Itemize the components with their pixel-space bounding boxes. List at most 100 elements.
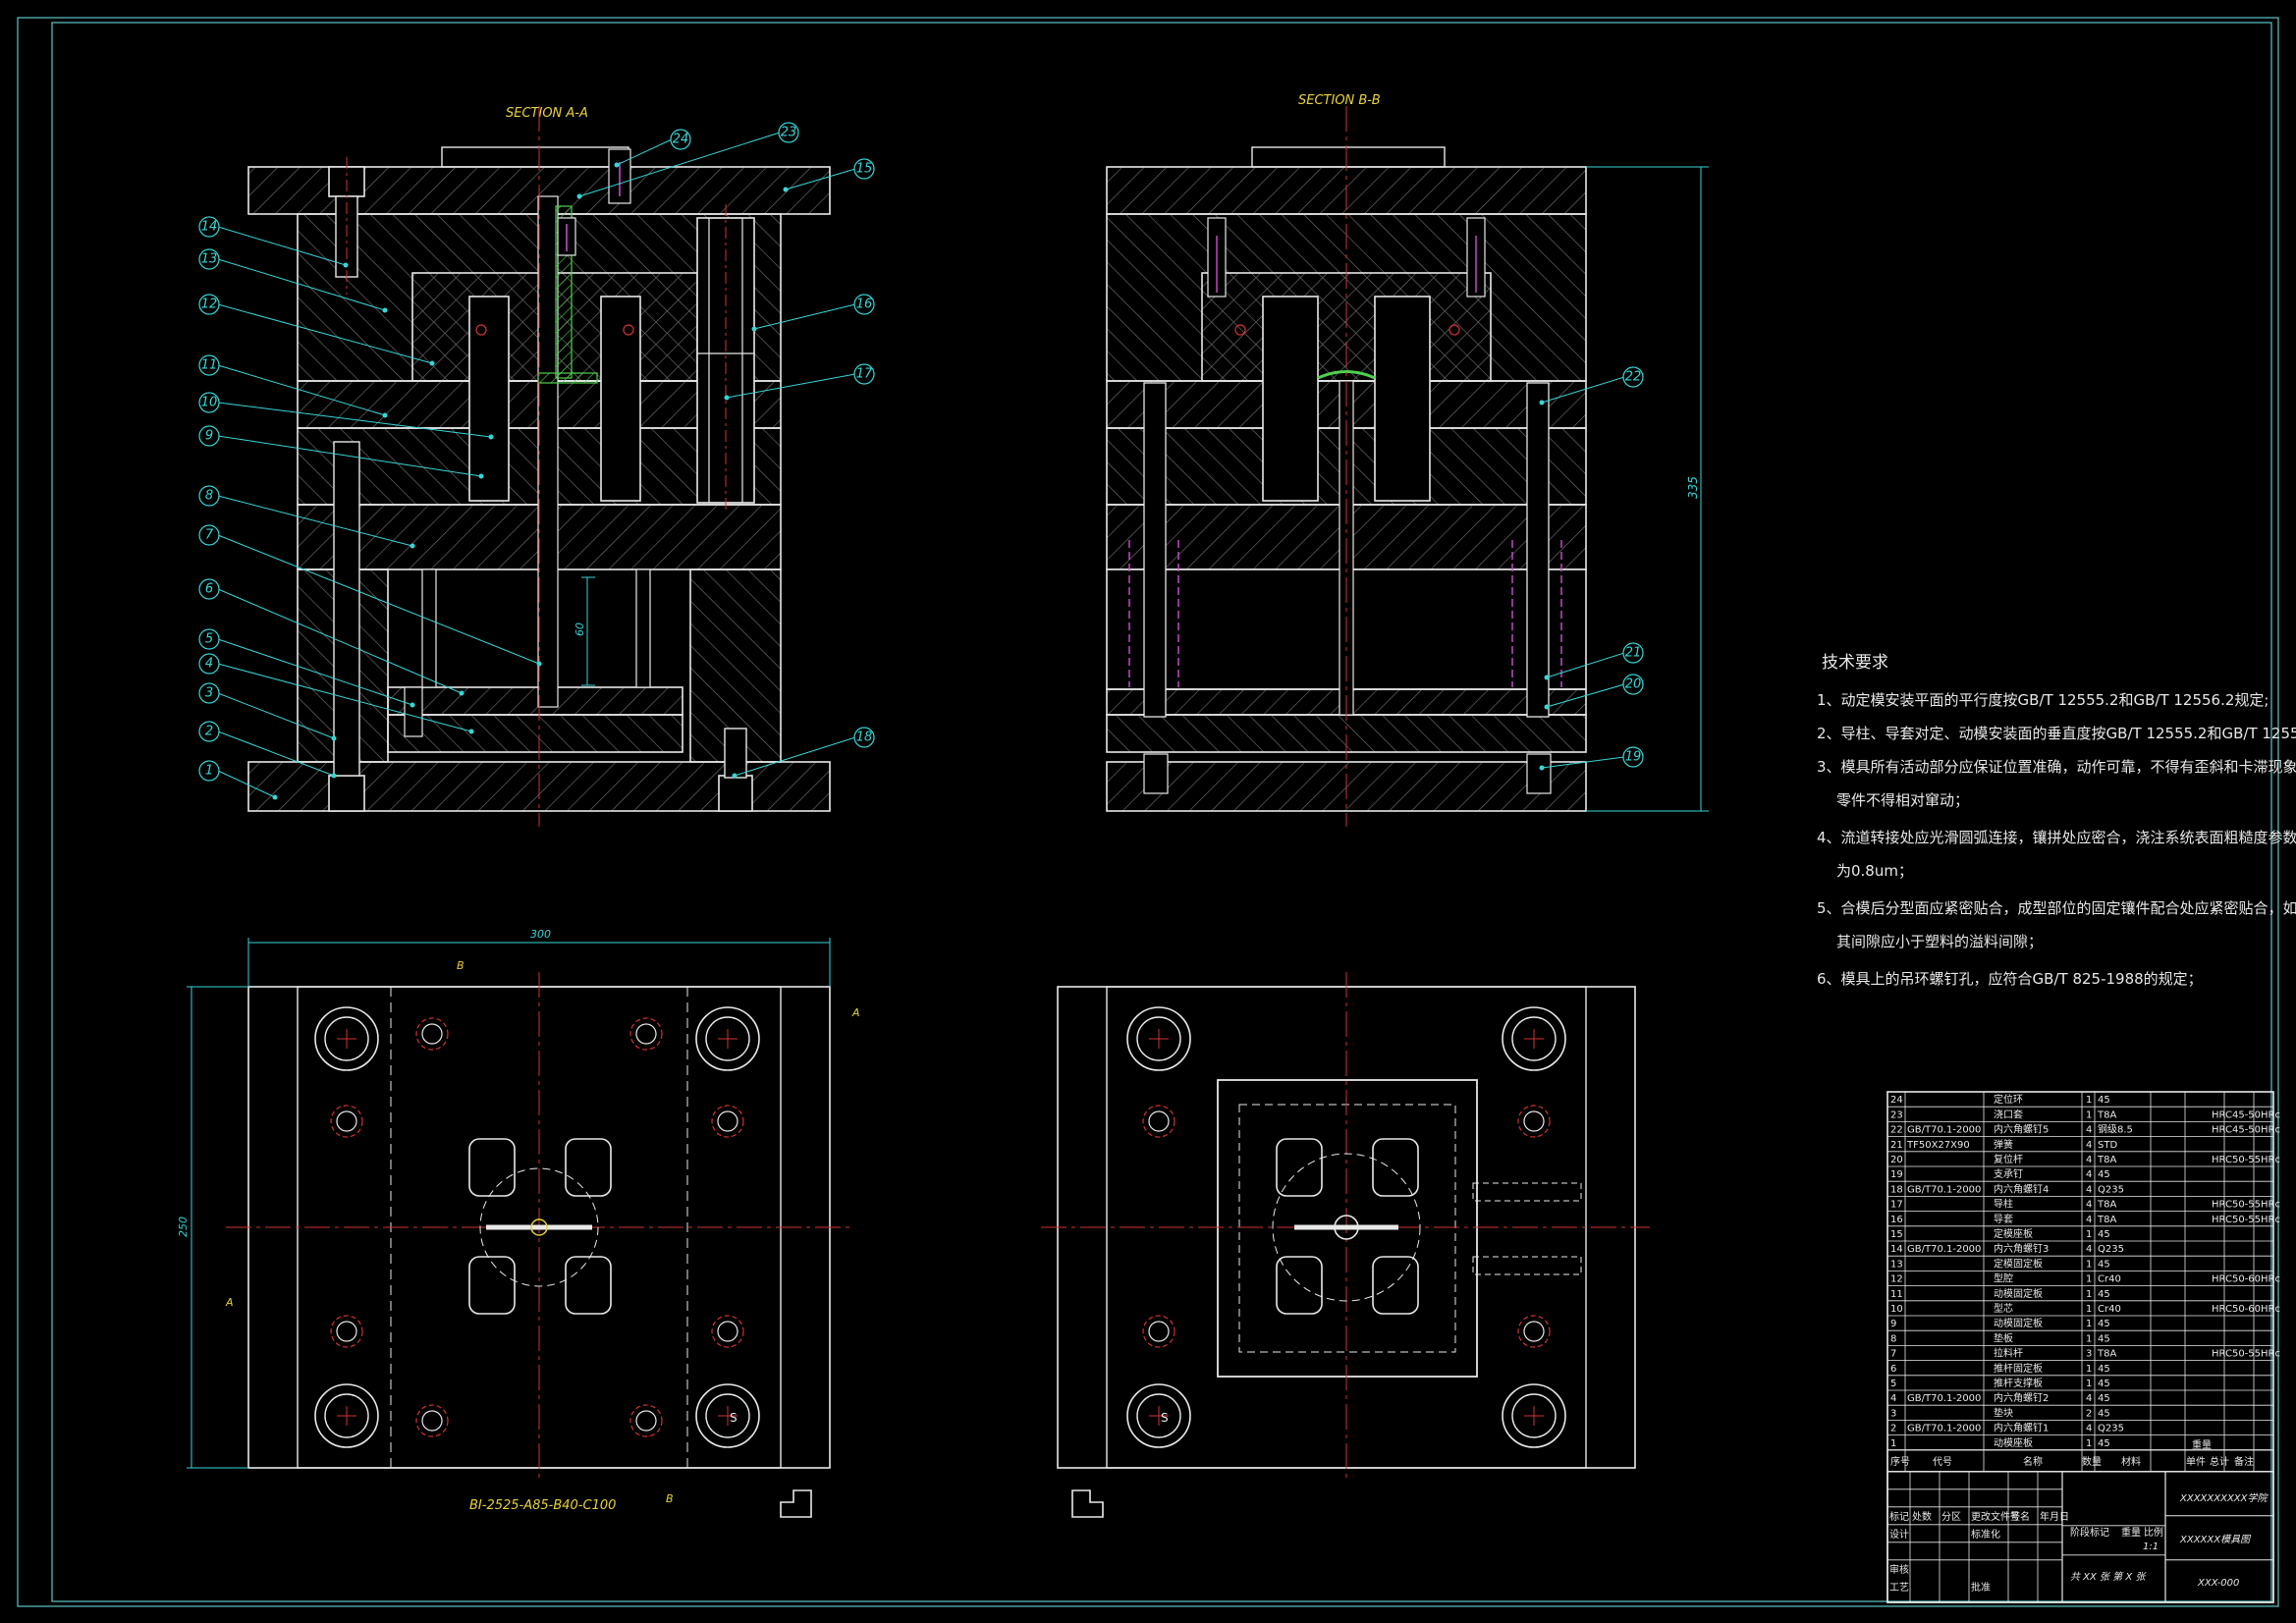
bom-cell: 45 bbox=[2098, 1319, 2110, 1329]
bom-cell: 45 bbox=[2098, 1408, 2110, 1419]
bom-cell: 垫块 bbox=[1994, 1406, 2013, 1419]
bom-cell: T8A bbox=[2097, 1215, 2116, 1225]
title-block-label: 标准化 bbox=[1971, 1528, 2000, 1541]
title-block-label: 年月日 bbox=[2040, 1510, 2069, 1523]
bom-cell: 9 bbox=[1890, 1319, 1896, 1329]
part-balloon bbox=[198, 682, 220, 704]
bom-cell: GB/T70.1-2000 bbox=[1907, 1424, 1981, 1434]
part-balloon bbox=[198, 392, 220, 413]
bom-cell: HRC45-50HRc bbox=[2212, 1125, 2280, 1136]
bom-cell: 17 bbox=[1890, 1200, 1903, 1211]
bom-cell: 19 bbox=[1890, 1169, 1903, 1180]
bom-header-cell: 备注 bbox=[2234, 1455, 2254, 1468]
bom-cell: 1 bbox=[2086, 1229, 2092, 1240]
bom-cell: 4 bbox=[2086, 1424, 2092, 1434]
bom-cell: 复位杆 bbox=[1994, 1153, 2023, 1165]
bom-cell: 45 bbox=[2098, 1289, 2110, 1300]
bom-cell: 8 bbox=[1890, 1333, 1896, 1344]
bom-cell: HRC50-55HRc bbox=[2212, 1200, 2280, 1211]
part-balloon bbox=[853, 727, 875, 748]
bom-cell: T8A bbox=[2097, 1155, 2116, 1165]
bom-cell: 1 bbox=[2086, 1304, 2092, 1315]
bom-cell: GB/T70.1-2000 bbox=[1907, 1244, 1981, 1255]
part-balloon-number: 6 bbox=[205, 582, 213, 597]
bom-cell: 2 bbox=[1890, 1424, 1896, 1434]
bom-header-cell: 单件 bbox=[2186, 1456, 2206, 1468]
bom-cell: 1 bbox=[2086, 1259, 2092, 1270]
bom-cell: 14 bbox=[1890, 1244, 1903, 1255]
plan-height-dimension: 250 bbox=[177, 1217, 190, 1237]
bom-cell: 1 bbox=[2086, 1319, 2092, 1329]
bom-cell: 定模固定板 bbox=[1994, 1257, 2043, 1270]
bom-cell: 内六角螺钉5 bbox=[1994, 1123, 2049, 1136]
bom-cell: 动模座板 bbox=[1994, 1436, 2033, 1449]
bom-cell: HRC50-60HRc bbox=[2212, 1274, 2280, 1285]
bom-cell: 推杆支撑板 bbox=[1994, 1377, 2043, 1389]
bom-cell: Q235 bbox=[2098, 1184, 2124, 1195]
title-block-label: 分区 bbox=[1941, 1511, 1961, 1523]
bom-header-cell: 材料 bbox=[2121, 1455, 2141, 1468]
bom-cell: 定模座板 bbox=[1994, 1227, 2033, 1240]
bom-cell: 型腔 bbox=[1994, 1272, 2013, 1285]
bom-cell: 内六角螺钉3 bbox=[1994, 1242, 2049, 1255]
part-balloon-number: 9 bbox=[205, 429, 213, 444]
part-balloon bbox=[1622, 674, 1644, 695]
part-balloon-number: 5 bbox=[205, 632, 213, 647]
bom-header-cell: 数量 bbox=[2082, 1455, 2102, 1468]
bom-cell: 1 bbox=[2086, 1333, 2092, 1344]
bom-cell: HRC50-55HRc bbox=[2212, 1349, 2280, 1360]
bom-cell: T8A bbox=[2097, 1349, 2116, 1360]
bom-cell: 4 bbox=[2086, 1169, 2092, 1180]
part-balloon bbox=[853, 294, 875, 315]
tech-requirement-line: 5、合模后分型面应紧密贴合，成型部位的固定镶件配合处应紧密贴合，如有局部间隙， bbox=[1817, 899, 2296, 917]
plan-view-fixed-half: S bbox=[1041, 972, 1650, 1518]
bom-cell: 22 bbox=[1890, 1125, 1903, 1136]
bom-cell: 钢级8.5 bbox=[2098, 1123, 2133, 1136]
bom-cell: Q235 bbox=[2098, 1424, 2124, 1434]
bom-cell: 45 bbox=[2098, 1095, 2110, 1106]
section-a-a-view: SECTION A-A bbox=[198, 106, 875, 827]
section-marker-b-bottom: B bbox=[666, 1492, 674, 1505]
part-balloon-number: 13 bbox=[201, 252, 218, 267]
part-balloon-number: 15 bbox=[856, 162, 873, 177]
bom-cell: 1 bbox=[2086, 1109, 2092, 1120]
bom-cell: 4 bbox=[2086, 1184, 2092, 1195]
part-balloon bbox=[198, 485, 220, 507]
part-balloon bbox=[778, 122, 799, 143]
bom-cell: 1 bbox=[2086, 1438, 2092, 1449]
part-balloon bbox=[198, 216, 220, 238]
part-balloon-number: 8 bbox=[205, 489, 213, 504]
bom-cell: 21 bbox=[1890, 1140, 1903, 1151]
bom-cell: HRC50-55HRc bbox=[2212, 1215, 2280, 1225]
part-balloon bbox=[1622, 746, 1644, 768]
bom-cell: 导套 bbox=[1994, 1213, 2013, 1225]
plan-view-moving-half: 300 250 S BI-2525-A85-B40-C100 B B A A bbox=[177, 928, 860, 1518]
bom-cell: 内六角螺钉1 bbox=[1994, 1422, 2049, 1434]
bom-cell: 45 bbox=[2098, 1393, 2110, 1404]
bom-cell: 垫板 bbox=[1994, 1331, 2013, 1344]
bom-cell: 45 bbox=[2098, 1379, 2110, 1389]
part-balloon-number: 19 bbox=[1625, 750, 1642, 765]
bom-cell: 1 bbox=[2086, 1274, 2092, 1285]
tech-requirement-line: 1、动定模安装平面的平行度按GB/T 12555.2和GB/T 12556.2规… bbox=[1817, 691, 2269, 709]
bom-cell: Cr40 bbox=[2098, 1274, 2121, 1285]
bom-cell: 45 bbox=[2098, 1259, 2110, 1270]
bom-cell: 15 bbox=[1890, 1229, 1903, 1240]
bom-cell: 型芯 bbox=[1994, 1302, 2013, 1315]
part-balloon bbox=[670, 129, 691, 150]
title-block-value: XXXXXXXXXX学院 bbox=[2179, 1492, 2269, 1504]
bom-cell: 内六角螺钉4 bbox=[1994, 1182, 2049, 1195]
part-balloon-number: 18 bbox=[856, 730, 873, 745]
bom-cell: 4 bbox=[2086, 1215, 2092, 1225]
bom-cell: T8A bbox=[2097, 1109, 2116, 1120]
bom-cell: 45 bbox=[2098, 1438, 2110, 1449]
title-block-label: 设计 bbox=[1889, 1528, 1909, 1541]
tech-requirement-line: 其间隙应小于塑料的溢料间隙； bbox=[1836, 933, 2043, 950]
stroke-dimension: 60 bbox=[574, 622, 586, 636]
part-balloon-number: 10 bbox=[201, 396, 218, 410]
part-balloon bbox=[198, 425, 220, 447]
bom-cell: 动模固定板 bbox=[1994, 1317, 2043, 1329]
plan-marker-s: S bbox=[1161, 1411, 1169, 1425]
title-block-label: 处数 bbox=[1912, 1510, 1932, 1523]
